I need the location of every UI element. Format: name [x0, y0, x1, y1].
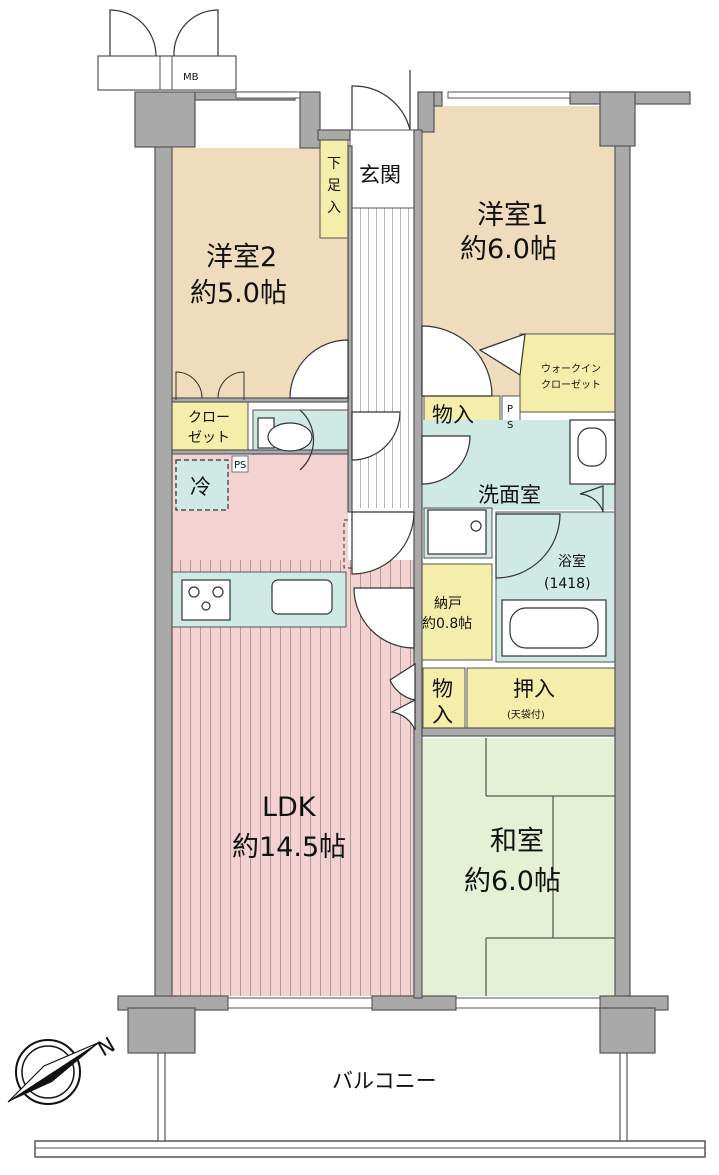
label-ps-top-1: P — [507, 404, 513, 415]
label-closet-1: クロー — [188, 410, 230, 426]
label-ldk-name: LDK — [262, 792, 317, 823]
label-shita-2: 足 — [327, 178, 341, 194]
label-monoire-mid-2: 入 — [432, 703, 453, 727]
label-monoire-mid-1: 物 — [432, 677, 453, 701]
label-oshiire: 押入 — [513, 677, 555, 701]
closet-doors — [175, 371, 245, 400]
room-washitsu — [423, 738, 615, 996]
label-fridge: 冷 — [190, 475, 211, 499]
label-yoshitsu2-name: 洋室2 — [206, 242, 277, 273]
label-ldk-size: 約14.5帖 — [232, 832, 346, 863]
toilet-fixture — [257, 409, 315, 471]
entrance-door[interactable] — [351, 85, 411, 131]
label-washitsu-size: 約6.0帖 — [464, 866, 561, 897]
label-balcony: バルコニー — [332, 1069, 437, 1093]
label-nando-1: 納戸 — [434, 596, 462, 612]
mb-box — [97, 9, 237, 91]
label-yoshitsu1-name: 洋室1 — [477, 200, 548, 231]
kitchen-sink — [271, 579, 333, 615]
label-oshiire-note: (天袋付) — [507, 708, 545, 721]
label-nando-2: 約0.8帖 — [422, 616, 472, 632]
fridge-box — [175, 459, 229, 511]
nando — [421, 563, 493, 661]
door-swings — [289, 325, 604, 731]
ps-kitchen-box — [231, 455, 249, 473]
label-monoire-top: 物入 — [432, 403, 474, 427]
windows — [227, 91, 601, 1009]
tatami-lines — [485, 738, 615, 996]
label-yoshitsu1-size: 約6.0帖 — [460, 234, 557, 265]
stove — [181, 579, 231, 621]
label-ps-top-2: S — [507, 420, 513, 431]
corridor — [350, 208, 416, 508]
label-ps-kitchen: PS — [234, 460, 246, 471]
shita-ashi-box — [319, 139, 349, 239]
label-senmenshitsu: 洗面室 — [478, 483, 541, 507]
walkin-closet — [519, 333, 616, 413]
label-shita-3: 入 — [327, 200, 341, 216]
kitchen-dashed-edge — [343, 519, 353, 569]
label-washitsu-name: 和室 — [490, 826, 544, 857]
monoire-mid-box — [422, 667, 466, 729]
label-yoshitsu2-size: 約5.0帖 — [190, 278, 287, 309]
label-yokushitsu-size: (1418) — [544, 576, 591, 592]
compass-icon — [7, 1039, 101, 1105]
compass-n-label: N — [94, 1033, 120, 1062]
oshiire-box — [466, 667, 616, 729]
washing-machine — [569, 419, 616, 485]
label-closet-2: ゼット — [188, 430, 230, 446]
label-walkin-1: ウォークイン — [541, 363, 601, 375]
bathtub — [501, 599, 607, 657]
label-yokushitsu: 浴室 — [558, 553, 586, 570]
mb-label: MB — [183, 72, 199, 83]
genkan-area — [349, 129, 417, 209]
label-shita-1: 下 — [327, 156, 341, 172]
label-genkan: 玄関 — [359, 163, 401, 187]
label-walkin-2: クローゼット — [541, 379, 601, 391]
wash-basin — [427, 509, 487, 555]
